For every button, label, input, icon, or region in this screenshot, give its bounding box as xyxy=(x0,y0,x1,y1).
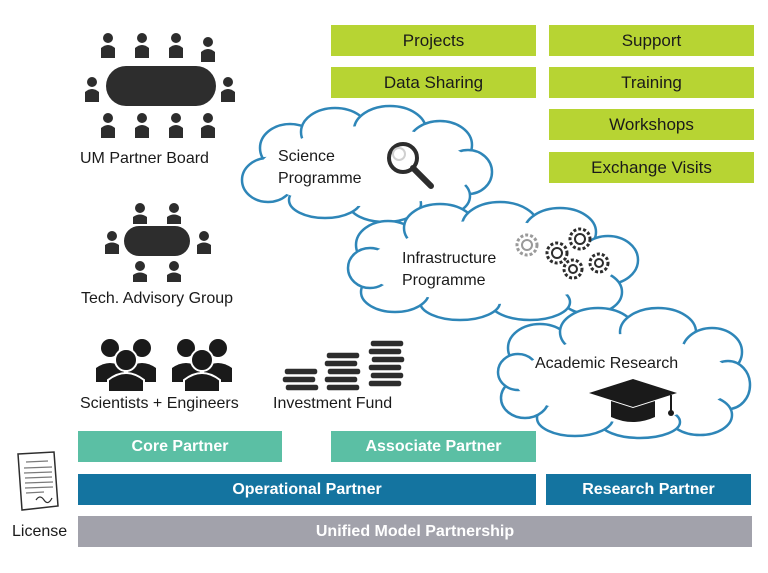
people-group-icon xyxy=(96,339,232,393)
data-sharing-label: Data Sharing xyxy=(383,72,484,92)
coin-stacks-icon xyxy=(281,339,406,392)
operational-partner-label: Operational Partner xyxy=(232,480,382,498)
training-label: Training xyxy=(621,72,682,92)
workshops-box: Workshops xyxy=(549,109,754,140)
core-partner-bar: Core Partner xyxy=(78,431,282,462)
support-label: Support xyxy=(621,30,682,50)
research-partner-label: Research Partner xyxy=(582,480,715,498)
core-partner-label: Core Partner xyxy=(131,437,229,455)
unified-model-partnership-bar: Unified Model Partnership xyxy=(78,516,752,547)
training-box: Training xyxy=(549,67,754,98)
associate-partner-label: Associate Partner xyxy=(365,437,502,455)
infrastructure-programme-label: Infrastructure Programme xyxy=(402,250,497,289)
exchange-visits-label: Exchange Visits xyxy=(591,157,712,177)
data-sharing-box: Data Sharing xyxy=(331,67,536,98)
research-partner-bar: Research Partner xyxy=(546,474,751,505)
magnifier-icon xyxy=(387,142,434,189)
associate-partner-bar: Associate Partner xyxy=(331,431,536,462)
partner-board-label: UM Partner Board xyxy=(80,150,209,167)
operational-partner-bar: Operational Partner xyxy=(78,474,536,505)
scientists-label: Scientists + Engineers xyxy=(80,395,239,412)
projects-box: Projects xyxy=(331,25,536,56)
workshops-label: Workshops xyxy=(609,114,694,134)
partner-board-icon xyxy=(85,33,235,138)
investment-fund-label: Investment Fund xyxy=(273,395,393,412)
advisory-group-label: Tech. Advisory Group xyxy=(81,290,234,307)
license-label: License xyxy=(12,523,68,540)
graduation-cap-icon xyxy=(589,379,677,422)
advisory-group-icon xyxy=(105,203,211,282)
license-document-icon xyxy=(17,451,59,511)
projects-label: Projects xyxy=(402,30,465,50)
science-programme-label: Science Programme xyxy=(278,148,362,187)
unified-model-partnership-label: Unified Model Partnership xyxy=(315,522,515,540)
gears-icon xyxy=(515,227,610,280)
academic-research-label: Academic Research xyxy=(535,355,679,372)
exchange-visits-box: Exchange Visits xyxy=(549,152,754,183)
support-box: Support xyxy=(549,25,754,56)
